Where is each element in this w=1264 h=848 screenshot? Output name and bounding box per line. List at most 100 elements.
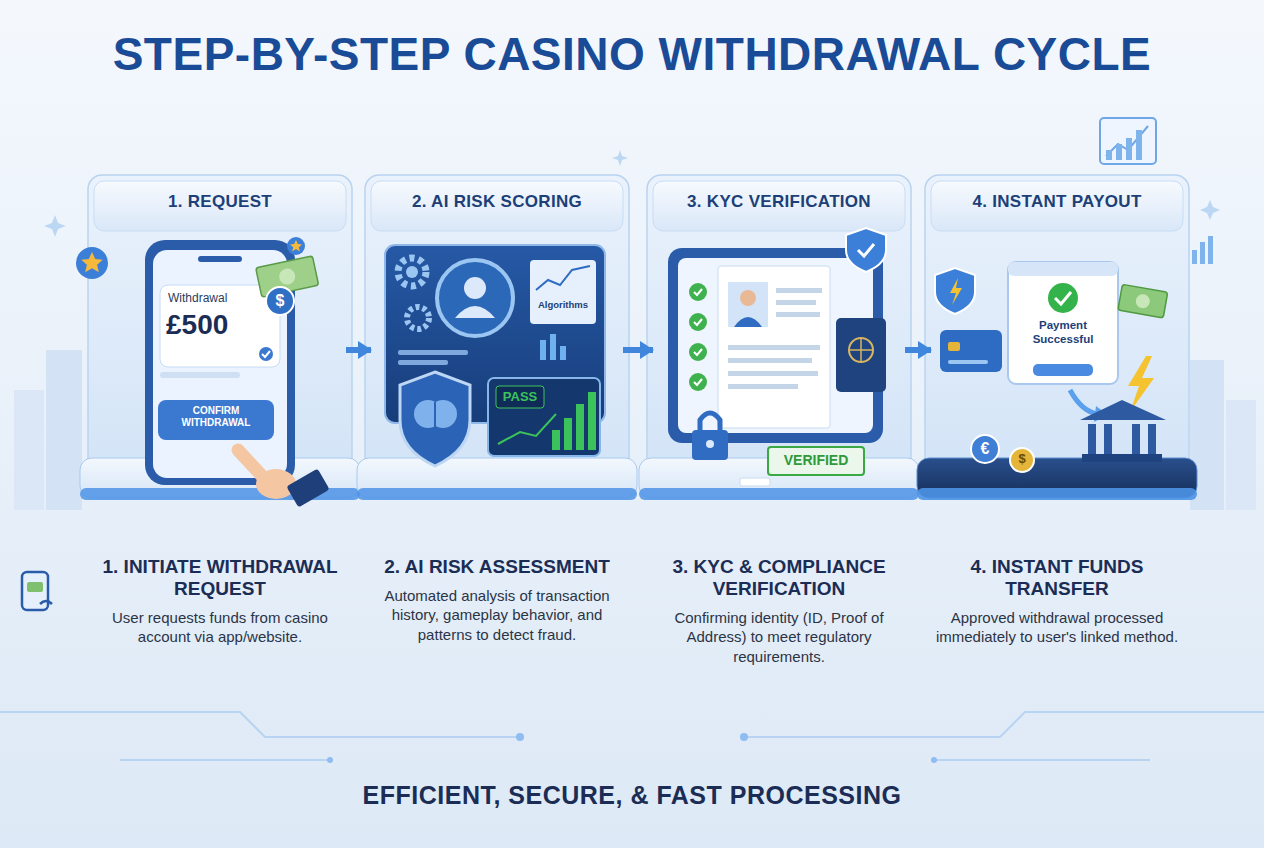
phone-illustration xyxy=(266,287,294,315)
kyc-tablet-illustration xyxy=(694,289,702,295)
kyc-tablet-illustration xyxy=(728,371,818,376)
kyc-tablet-illustration xyxy=(734,317,762,327)
kyc-tablet-illustration xyxy=(849,338,873,362)
kyc-tablet-illustration xyxy=(706,440,714,448)
payout-illustration xyxy=(1048,283,1078,313)
ai-screen-illustration xyxy=(540,340,546,360)
step-column: 2. AI RISK SCORING2. AI RISK ASSESSMENTA… xyxy=(372,178,622,648)
step-heading: 3. KYC & COMPLIANCE VERIFICATION xyxy=(654,556,904,600)
background-decor xyxy=(44,150,1220,237)
ai-screen-illustration xyxy=(398,360,448,365)
kyc-tablet-illustration xyxy=(689,313,707,331)
background-decor xyxy=(1116,144,1122,160)
ai-screen-illustration xyxy=(496,386,544,408)
kyc-tablet-illustration xyxy=(776,288,822,293)
diagram-title: STEP-BY-STEP CASINO WITHDRAWAL CYCLE xyxy=(0,26,1264,84)
payout-illustration xyxy=(1128,356,1154,412)
phone-illustration xyxy=(160,285,280,367)
kyc-tablet-illustration xyxy=(846,228,886,272)
illustration-label: € xyxy=(971,439,999,458)
payout-illustration xyxy=(1082,454,1162,462)
background-decor xyxy=(1192,250,1197,264)
kyc-tablet-illustration xyxy=(776,300,816,305)
background-decor xyxy=(1106,150,1112,160)
phone-illustration xyxy=(290,240,302,251)
step-panel xyxy=(653,181,905,231)
ai-screen-illustration xyxy=(400,372,470,466)
ai-screen-illustration xyxy=(488,378,600,456)
ai-screen-illustration xyxy=(455,306,495,318)
corner-phone-icon xyxy=(22,572,52,610)
payout-illustration xyxy=(1104,424,1112,454)
step-header: 3. KYC VERIFICATION xyxy=(654,192,904,212)
step-panel xyxy=(647,175,911,475)
phone-illustration xyxy=(160,372,240,378)
panel-platform xyxy=(357,488,637,500)
step-panel xyxy=(931,181,1183,231)
kyc-tablet-illustration xyxy=(836,318,886,392)
illustration-label: Withdrawal xyxy=(168,291,272,305)
step-header: 1. REQUEST xyxy=(95,192,345,212)
panel-platform xyxy=(639,488,919,500)
background-decor xyxy=(44,215,66,237)
payout-illustration xyxy=(940,330,1002,372)
payout-illustration xyxy=(1080,400,1166,420)
flow-arrow xyxy=(346,347,371,353)
step-heading: 4. INSTANT FUNDS TRANSFER xyxy=(932,556,1182,600)
kyc-tablet-illustration xyxy=(692,430,728,460)
background-decor xyxy=(1208,236,1213,264)
background-decor xyxy=(1200,200,1220,220)
step-panel xyxy=(88,175,352,475)
ai-screen-illustration xyxy=(552,392,596,450)
phone-illustration xyxy=(278,267,297,286)
kyc-tablet-illustration xyxy=(700,413,720,432)
background-decor xyxy=(1136,130,1142,160)
phone-illustration xyxy=(259,347,273,361)
ai-screen-illustration xyxy=(398,350,468,355)
kyc-tablet-illustration xyxy=(694,289,702,385)
kyc-tablet-illustration xyxy=(694,379,702,385)
ai-screen-illustration xyxy=(406,266,418,278)
background-decor xyxy=(0,712,1264,760)
background-decor xyxy=(1200,242,1205,264)
phone-illustration xyxy=(198,256,242,262)
payout-illustration xyxy=(935,268,975,314)
kyc-tablet-illustration xyxy=(718,266,830,428)
background-decor xyxy=(1126,138,1132,160)
flow-arrow xyxy=(623,347,653,353)
kyc-tablet-illustration xyxy=(668,228,886,486)
payout-illustration xyxy=(1033,364,1093,376)
payout-illustration xyxy=(1118,284,1168,318)
payout-illustration xyxy=(935,262,1168,472)
kyc-tablet-illustration xyxy=(776,312,820,317)
phone-illustration xyxy=(158,400,274,440)
background-decor xyxy=(516,733,524,741)
phone-illustration xyxy=(287,237,305,255)
illustration-label: VERIFIED xyxy=(768,452,864,469)
kyc-tablet-illustration xyxy=(728,288,822,389)
background-decor xyxy=(46,350,82,510)
phone-illustration xyxy=(286,469,329,508)
payout-illustration xyxy=(1055,292,1071,304)
payout-illustration xyxy=(1118,284,1168,318)
payout-illustration xyxy=(948,360,988,364)
background-decor xyxy=(120,759,330,761)
kyc-tablet-illustration xyxy=(694,319,702,325)
panel-platform xyxy=(367,502,627,506)
ai-screen-illustration xyxy=(540,334,566,360)
step-description: Confirming identity (ID, Proof of Addres… xyxy=(654,608,904,667)
kyc-tablet-illustration xyxy=(668,248,883,443)
background-decor xyxy=(931,757,937,763)
kyc-tablet-illustration xyxy=(740,478,770,486)
payout-illustration xyxy=(950,278,962,305)
background-decor xyxy=(740,733,748,741)
kyc-tablet-illustration xyxy=(694,349,702,355)
payout-illustration xyxy=(948,342,960,351)
illustration-label: PASS xyxy=(497,389,543,405)
payout-illustration xyxy=(1008,262,1118,384)
payout-illustration xyxy=(1010,448,1034,472)
kyc-tablet-illustration xyxy=(728,282,768,327)
corner-phone-icon xyxy=(27,582,43,592)
ai-screen-illustration xyxy=(576,404,584,450)
